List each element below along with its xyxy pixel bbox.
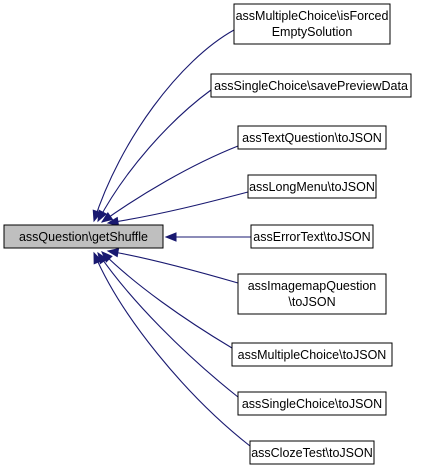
- node-multiplechoice-tojson[interactable]: assMultipleChoice\toJSON: [231, 342, 393, 367]
- node-label-line-1: assSingleChoice\savePreviewData: [214, 79, 408, 93]
- node-label-line-1: assSingleChoice\toJSON: [242, 397, 382, 411]
- node-sc-savepreviewdata[interactable]: assSingleChoice\savePreviewData: [210, 73, 412, 98]
- node-label-line-2: EmptySolution: [272, 25, 353, 39]
- node-clozetest-tojson[interactable]: assClozeTest\toJSON: [249, 440, 375, 465]
- node-box: [249, 440, 375, 465]
- node-label-line-1: assLongMenu\toJSON: [249, 180, 375, 194]
- arrowhead-imagemap_toJSON: [106, 248, 120, 258]
- node-singlechoice-tojson[interactable]: assSingleChoice\toJSON: [237, 391, 387, 416]
- edge-mc_isForced: [93, 29, 235, 222]
- node-label-line-1: assClozeTest\toJSON: [251, 446, 373, 460]
- arrowhead-cloze_toJSON: [93, 251, 103, 265]
- node-label-line-1: assTextQuestion\toJSON: [242, 131, 382, 145]
- node-box: [237, 391, 387, 416]
- node-box: [250, 224, 374, 249]
- node-box: [247, 174, 377, 199]
- node-label-line-1: assErrorText\toJSON: [253, 230, 370, 244]
- node-box: [231, 342, 393, 367]
- node-longmenu-tojson[interactable]: assLongMenu\toJSON: [247, 174, 377, 199]
- edges-layer: [92, 29, 251, 447]
- node-textquestion-tojson[interactable]: assTextQuestion\toJSON: [237, 125, 387, 150]
- edge-longmenu_toJSON: [107, 191, 249, 224]
- node-box: [233, 3, 391, 45]
- edge-mc_toJSON: [101, 251, 233, 349]
- node-label-line-1: assImagemapQuestion: [248, 279, 377, 293]
- node-label-line-1: assMultipleChoice\isForced: [236, 9, 389, 23]
- node-box: [210, 73, 412, 98]
- edge-cloze_toJSON: [93, 252, 251, 447]
- focus-node-box: [3, 224, 164, 249]
- focus-node[interactable]: assQuestion\getShuffle: [3, 224, 164, 249]
- node-mc-isforced[interactable]: assMultipleChoice\isForced EmptySolution: [233, 3, 391, 45]
- edge-sc_savePreview: [97, 89, 212, 222]
- arrowhead-text_toJSON: [100, 212, 114, 223]
- arrowhead-longmenu_toJSON: [106, 216, 120, 227]
- arrowhead-errortext_toJSON: [164, 232, 177, 242]
- focus-node-label: assQuestion\getShuffle: [19, 230, 148, 244]
- arrowhead-sc_savePreview: [97, 209, 108, 223]
- node-imagemapquestion-tojson[interactable]: assImagemapQuestion \toJSON: [237, 273, 387, 315]
- node-errortext-tojson[interactable]: assErrorText\toJSON: [250, 224, 374, 249]
- node-box: [237, 125, 387, 150]
- edge-text_toJSON: [101, 145, 239, 223]
- edge-sc_toJSON: [97, 252, 239, 398]
- node-label-line-1: assMultipleChoice\toJSON: [238, 348, 387, 362]
- node-label-line-2: \toJSON: [288, 295, 335, 309]
- node-box: [237, 273, 387, 315]
- edge-imagemap_toJSON: [107, 250, 239, 284]
